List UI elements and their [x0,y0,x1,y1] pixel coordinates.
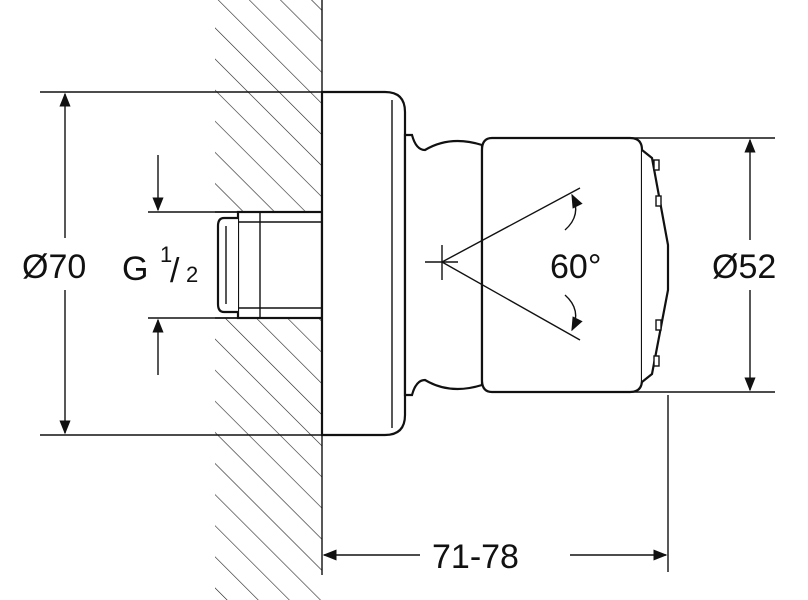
nozzle-face [641,149,670,383]
flange-diameter-label: Ø70 [22,248,86,286]
nozzle-pins [653,159,662,367]
projection-label: 71-78 [432,538,519,576]
projection-dimension [322,395,669,572]
flange-diameter-dimension [40,91,322,436]
head-diameter-label: Ø52 [712,248,776,286]
head-diameter-dimension [620,137,775,393]
thread-fitting [216,210,324,320]
thread-slash: / [170,252,180,290]
wall-flange [320,90,407,437]
ball-joint [403,133,484,397]
thread-numerator: 1 [160,242,172,267]
thread-denominator: 2 [186,262,198,287]
wall-section [215,0,323,600]
spray-angle-indicator [425,187,583,341]
angle-label: 60° [550,248,601,286]
thread-dimension [148,155,240,375]
thread-label: G [122,250,148,288]
